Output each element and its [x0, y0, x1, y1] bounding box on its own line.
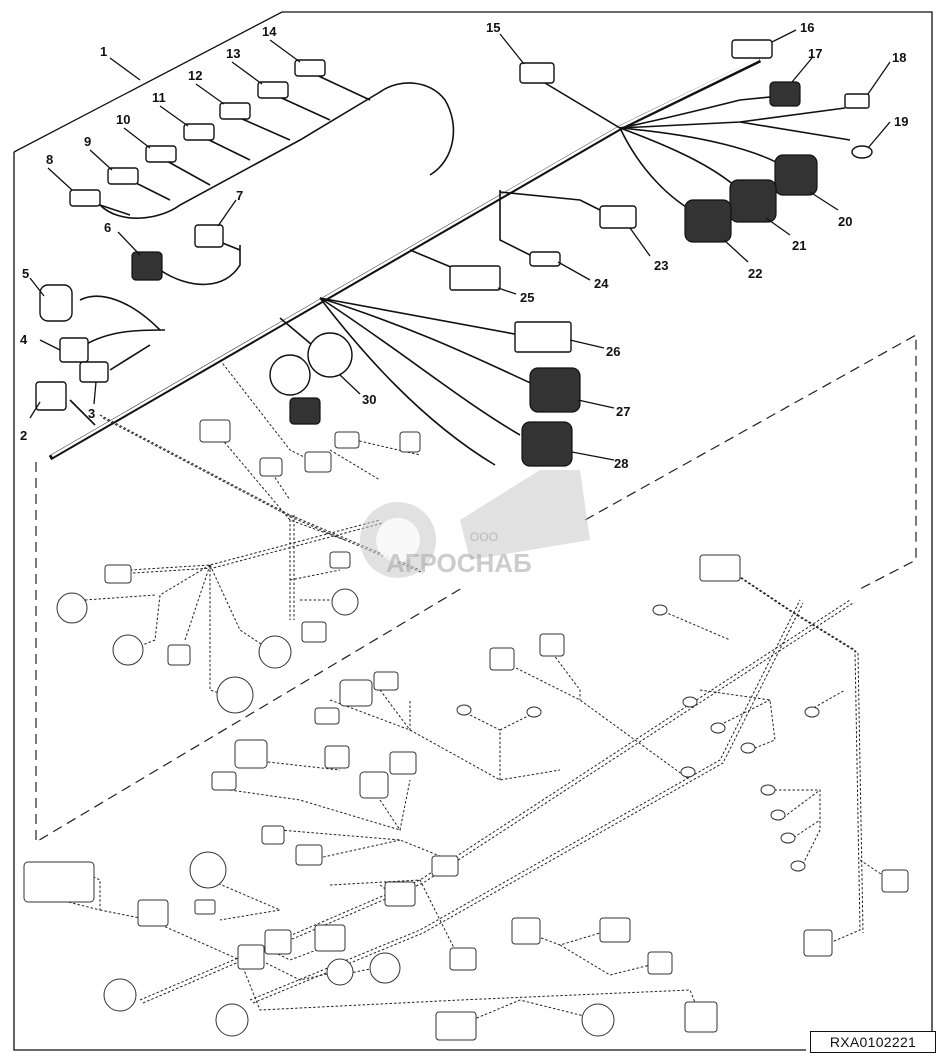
callout-4: 4	[20, 332, 28, 347]
watermark-logo	[360, 470, 590, 578]
connector-20	[774, 154, 818, 196]
phantom-harness	[59, 359, 891, 1026]
callout-16: 16	[800, 20, 814, 35]
connector-15	[519, 62, 555, 84]
callout-13: 13	[226, 46, 240, 61]
connector-21	[729, 179, 777, 223]
connector-26	[514, 321, 572, 353]
connector-27	[529, 367, 581, 413]
connector-30c	[289, 397, 321, 425]
connector-22	[684, 199, 732, 243]
connector-14	[294, 59, 326, 77]
watermark-subtitle: ООО	[470, 530, 499, 544]
callout-15: 15	[486, 20, 500, 35]
connector-7	[194, 224, 224, 248]
callout-1: 1	[100, 44, 107, 59]
callout-17: 17	[808, 46, 822, 61]
connector-28	[521, 421, 573, 467]
callout-labels: 1 2 3 4 5 6 7 8 9 10 11 12 13 14 15 16 1…	[20, 20, 908, 471]
callout-9: 9	[84, 134, 91, 149]
callout-24: 24	[594, 276, 609, 291]
connector-11	[183, 123, 215, 141]
connector-9	[107, 167, 139, 185]
phantom-connectors	[23, 419, 909, 1041]
connector-12	[219, 102, 251, 120]
connector-10	[145, 145, 177, 163]
callout-8: 8	[46, 152, 53, 167]
main-harness	[48, 57, 851, 466]
connector-30b	[269, 354, 311, 396]
connector-2	[35, 381, 67, 411]
connector-13	[257, 81, 289, 99]
leaders	[29, 29, 891, 461]
callout-12: 12	[188, 68, 202, 83]
callout-26: 26	[606, 344, 620, 359]
connector-6	[131, 251, 163, 281]
callout-22: 22	[748, 266, 762, 281]
connector-16	[731, 39, 773, 59]
connector-25	[449, 265, 501, 291]
frame-lines	[13, 11, 933, 1051]
callout-3: 3	[88, 406, 95, 421]
callout-10: 10	[116, 112, 130, 127]
solid-connectors	[35, 39, 873, 467]
callout-28: 28	[614, 456, 628, 471]
callout-2: 2	[20, 428, 27, 443]
callout-5: 5	[22, 266, 29, 281]
callout-18: 18	[892, 50, 906, 65]
connector-18	[844, 93, 870, 109]
callout-25: 25	[520, 290, 534, 305]
callout-14: 14	[262, 24, 277, 39]
callout-23: 23	[654, 258, 668, 273]
terminal-19	[851, 145, 873, 159]
connector-24	[529, 251, 561, 267]
callout-30: 30	[362, 392, 376, 407]
connector-4	[59, 337, 89, 363]
callout-27: 27	[616, 404, 630, 419]
callout-20: 20	[838, 214, 852, 229]
callout-11: 11	[152, 90, 166, 105]
connector-3	[79, 361, 109, 383]
callout-19: 19	[894, 114, 908, 129]
connector-8	[69, 189, 101, 207]
connector-17	[769, 81, 801, 107]
connector-5	[39, 284, 73, 322]
figure-code: RXA0102221	[810, 1031, 936, 1053]
watermark-title: АГРОСНАБ	[386, 548, 532, 578]
connector-23	[599, 205, 637, 229]
callout-6: 6	[104, 220, 111, 235]
callout-7: 7	[236, 188, 243, 203]
connector-30	[307, 332, 353, 378]
callout-21: 21	[792, 238, 806, 253]
